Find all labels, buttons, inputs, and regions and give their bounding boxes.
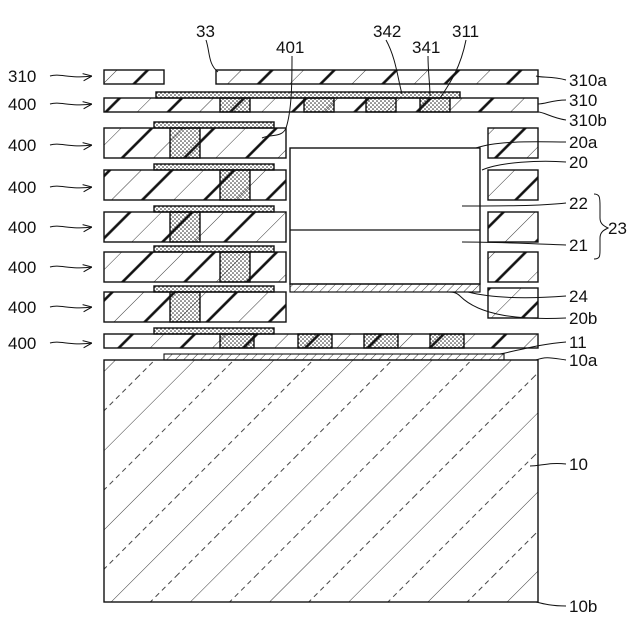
label-20: 20 <box>569 153 588 172</box>
via <box>220 252 250 282</box>
label-310-left: 310 <box>8 67 36 86</box>
label-400: 400 <box>8 178 36 197</box>
label-400: 400 <box>8 218 36 237</box>
label-22: 22 <box>569 194 588 213</box>
layer-400-block <box>104 170 286 200</box>
label-310a: 310a <box>569 71 607 90</box>
label-400: 400 <box>8 258 36 277</box>
component-20 <box>290 148 480 292</box>
side-block <box>488 252 538 282</box>
via <box>220 334 254 348</box>
label-400: 400 <box>8 136 36 155</box>
label-310b: 310b <box>569 111 607 130</box>
layer-310-main-block <box>216 70 538 84</box>
via-401 <box>170 128 200 158</box>
label-21: 21 <box>569 236 588 255</box>
left-stack <box>104 122 286 334</box>
label-10a: 10a <box>569 351 598 370</box>
pad <box>154 246 274 252</box>
layer-400-block <box>104 252 286 282</box>
label-341: 341 <box>412 38 440 57</box>
pad <box>154 328 274 334</box>
label-310-right: 310 <box>569 91 597 110</box>
via <box>364 334 398 348</box>
label-20b: 20b <box>569 309 597 328</box>
via <box>220 98 250 112</box>
pad <box>154 286 274 292</box>
via <box>366 98 396 112</box>
side-block <box>488 212 538 242</box>
label-11: 11 <box>569 333 587 352</box>
via <box>220 170 250 200</box>
label-24: 24 <box>569 287 588 306</box>
via <box>298 334 332 348</box>
layer-400-bottom <box>104 334 538 348</box>
label-20a: 20a <box>569 133 598 152</box>
label-23: 23 <box>608 219 627 238</box>
component-body <box>290 148 480 284</box>
layer-310-left-block <box>104 70 164 84</box>
label-10b: 10b <box>569 597 597 616</box>
side-block <box>488 128 538 158</box>
via <box>170 292 200 322</box>
right-column <box>488 128 538 318</box>
layer-310 <box>104 70 538 84</box>
via <box>170 212 200 242</box>
left-arrows <box>50 75 92 344</box>
pad <box>154 164 274 170</box>
via <box>304 98 334 112</box>
layer-24 <box>290 284 480 292</box>
label-10: 10 <box>569 455 588 474</box>
layer-11 <box>164 354 504 360</box>
substrate-10 <box>104 360 538 602</box>
label-400: 400 <box>8 298 36 317</box>
label-401: 401 <box>276 38 304 57</box>
wiring-342 <box>156 92 460 98</box>
side-block <box>488 170 538 200</box>
via-311 <box>420 98 450 112</box>
label-400: 400 <box>8 95 36 114</box>
label-33: 33 <box>196 22 215 41</box>
via <box>430 334 464 348</box>
pad <box>154 206 274 212</box>
label-311: 311 <box>452 22 479 41</box>
layer-400-top <box>104 98 538 112</box>
label-400: 400 <box>8 334 36 353</box>
label-342: 342 <box>373 22 401 41</box>
pad <box>154 122 274 128</box>
